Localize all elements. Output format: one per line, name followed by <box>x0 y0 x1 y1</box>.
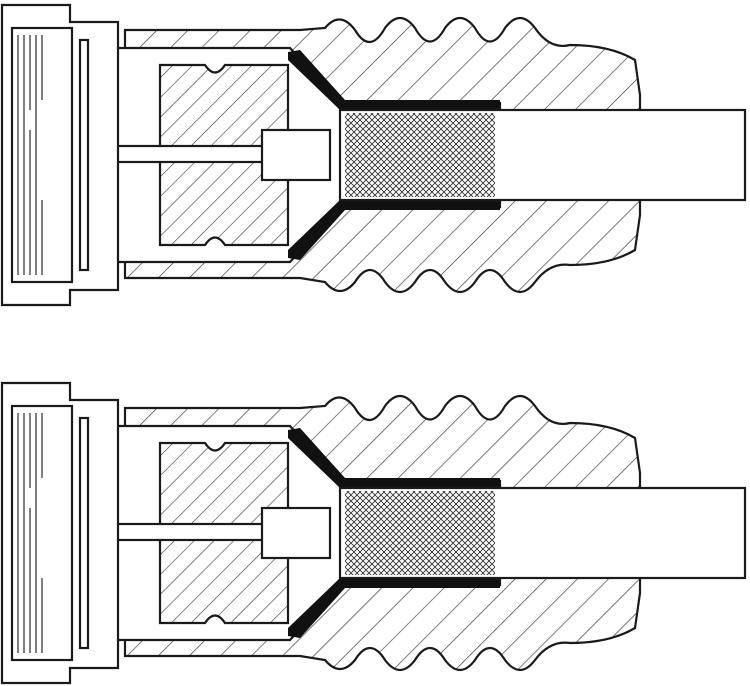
top-connector <box>0 3 747 307</box>
bottom-connector <box>0 381 747 685</box>
